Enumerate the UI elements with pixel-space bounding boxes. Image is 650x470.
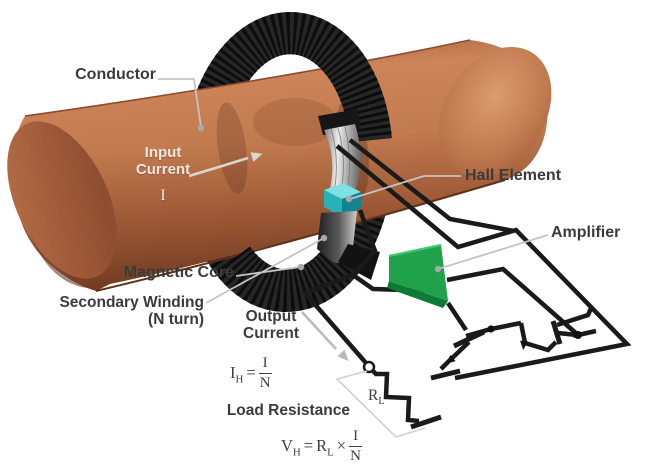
conductor-label: Conductor <box>75 66 156 83</box>
tube-end-cap <box>438 46 552 178</box>
resistor-end-bar <box>410 414 442 430</box>
formula-vh-equals: = <box>303 436 314 455</box>
secondary-winding-line2: (N turn) <box>148 311 204 329</box>
load-voltage-formula: VH = RL × I N <box>281 428 363 464</box>
load-resistance-bracket <box>335 370 426 438</box>
input-current-arrow <box>188 152 263 178</box>
wire-outer-rail <box>335 144 632 381</box>
secondary-winding-leader <box>205 237 325 304</box>
formula-ih-equals: = <box>246 363 256 382</box>
formula-vh-fraction: I N <box>349 428 363 464</box>
input-current-symbol: I <box>160 187 166 204</box>
input-current-line1: Input <box>144 144 182 161</box>
formula-ih-fraction: I N <box>258 355 272 391</box>
conductor-leader <box>158 78 202 128</box>
formula-vh-factor: RL <box>316 436 334 459</box>
core-bottom-end <box>338 244 380 280</box>
input-current-line2: Current <box>135 160 191 178</box>
wire-second-lead <box>348 138 515 234</box>
load-resistor-symbol: RL <box>368 387 385 408</box>
load-resistance-label: Load Resistance <box>226 402 350 419</box>
output-terminal-circle <box>362 360 376 374</box>
junction-dot <box>487 325 495 333</box>
secondary-winding-label: Secondary Winding (N turn) <box>46 294 204 329</box>
hall-element-label: Hall Element <box>465 167 562 184</box>
load-resistor-zigzag <box>371 369 420 424</box>
amplifier-leader <box>437 234 549 270</box>
leader-dots <box>197 124 442 273</box>
magnetic-core-leader <box>235 266 301 277</box>
formula-vh-lhs: VH <box>281 436 301 459</box>
circuit-wires <box>301 138 632 430</box>
output-current-line1: Output <box>245 308 297 325</box>
transistor-arrowheads <box>446 330 583 364</box>
output-current-line2: Current <box>243 325 299 343</box>
secondary-winding-line1: Secondary Winding <box>59 294 204 311</box>
conductor-tube <box>7 39 552 292</box>
formula-ih-lhs: IH <box>230 363 244 386</box>
input-current-label: Input Current <box>116 144 210 179</box>
amplifier-triangle <box>387 243 448 308</box>
output-current-label: Output Current <box>229 308 313 343</box>
tube-cut-face <box>7 121 117 279</box>
output-current-arrow <box>301 311 349 362</box>
formula-vh-operator: × <box>336 436 347 455</box>
transistor-cluster <box>439 301 595 371</box>
magnetic-core-label: Magnetic Core <box>123 264 234 281</box>
amplifier-label: Amplifier <box>551 224 621 241</box>
hall-element-leader <box>349 175 461 200</box>
leader-lines <box>158 78 549 438</box>
rail-end-bar <box>430 368 461 381</box>
output-current-formula: IH = I N <box>230 355 272 391</box>
magnetic-core-ring-front <box>216 12 392 312</box>
